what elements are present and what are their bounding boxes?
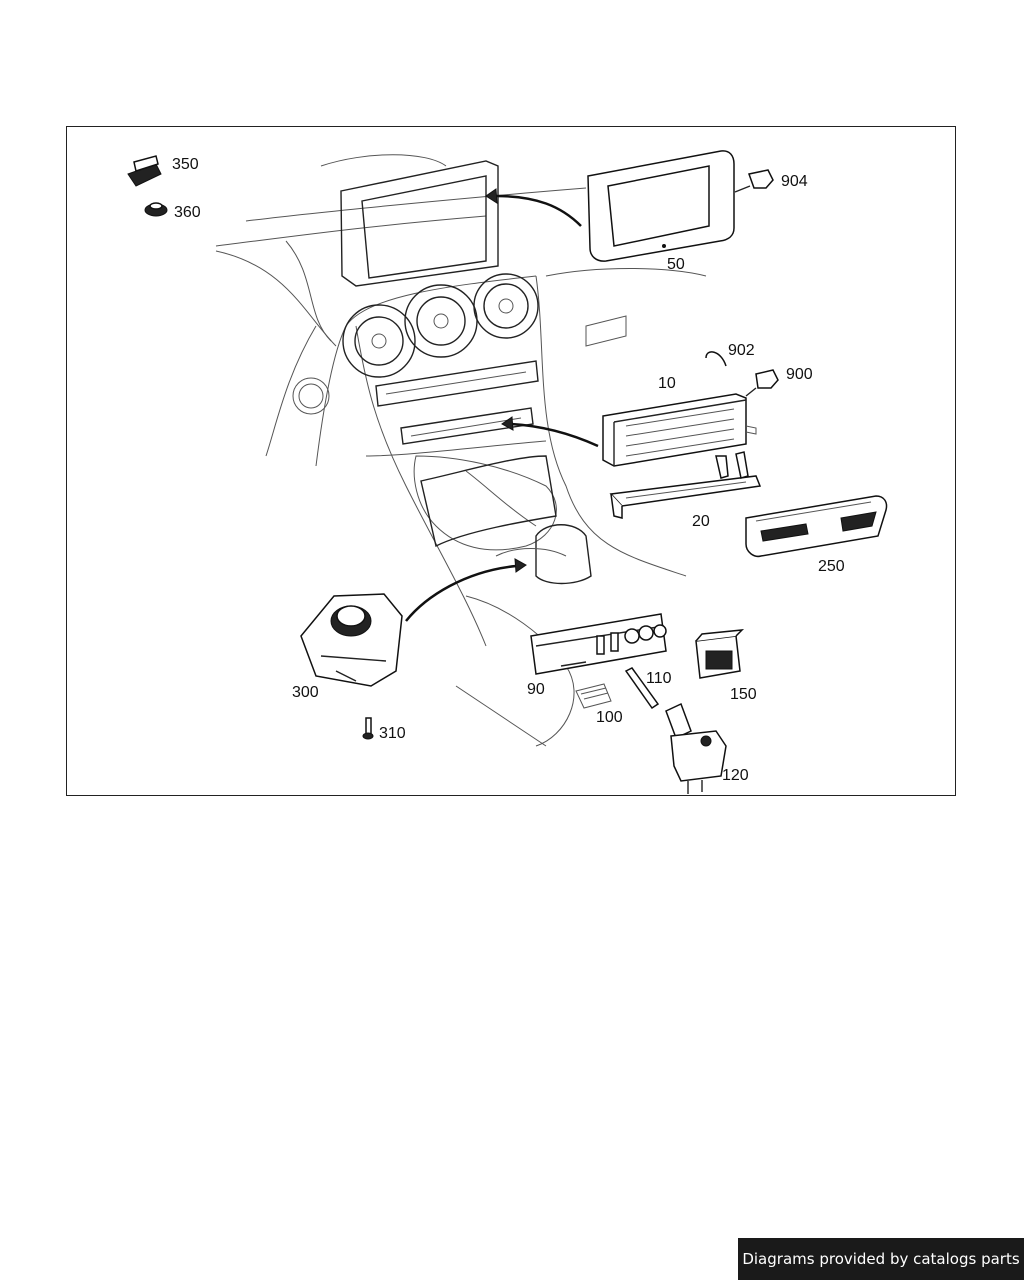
label-20: 20 xyxy=(692,513,710,530)
label-300: 300 xyxy=(292,684,319,701)
label-120: 120 xyxy=(722,767,749,784)
dash-vents xyxy=(342,273,539,378)
part-300-controller-icon xyxy=(300,593,403,687)
part-310-screw-icon xyxy=(362,717,374,740)
label-110: 110 xyxy=(646,670,672,687)
dash-display-outline xyxy=(340,160,499,287)
part-902-icon xyxy=(705,351,727,367)
label-310: 310 xyxy=(379,725,406,742)
label-902: 902 xyxy=(728,342,755,359)
label-904: 904 xyxy=(781,173,808,190)
label-900: 900 xyxy=(786,366,813,383)
label-250: 250 xyxy=(818,558,845,575)
gear-selector xyxy=(495,524,592,585)
part-350-icon xyxy=(127,155,162,187)
part-904-icon xyxy=(734,169,774,193)
diagram-frame xyxy=(66,126,956,796)
label-90: 90 xyxy=(527,681,545,698)
part-110-strip-icon xyxy=(624,667,660,710)
part-900-icon xyxy=(745,369,779,397)
part-10-head-unit-icon xyxy=(602,393,757,467)
part-90-switch-panel-icon xyxy=(530,613,667,675)
parts-diagram: 350 360 904 50 902 900 10 20 250 300 310… xyxy=(127,150,888,794)
label-10: 10 xyxy=(658,375,676,392)
console-buttons xyxy=(375,360,557,548)
part-150-usb-port-icon xyxy=(695,629,745,679)
label-50: 50 xyxy=(667,256,685,273)
label-100: 100 xyxy=(596,709,623,726)
label-360: 360 xyxy=(174,204,201,221)
label-350: 350 xyxy=(172,156,199,173)
dashboard-outline xyxy=(215,154,707,747)
footer-attribution: Diagrams provided by catalogs parts xyxy=(738,1238,1024,1280)
part-250-climate-panel-icon xyxy=(745,495,888,558)
part-20-bracket-icon xyxy=(609,451,762,519)
label-150: 150 xyxy=(730,686,757,703)
part-360-icon xyxy=(144,202,168,217)
part-50-display-icon xyxy=(587,150,735,262)
arrows xyxy=(405,188,599,622)
part-100-label-icon xyxy=(575,683,612,709)
part-120-switch-icon xyxy=(665,702,727,794)
